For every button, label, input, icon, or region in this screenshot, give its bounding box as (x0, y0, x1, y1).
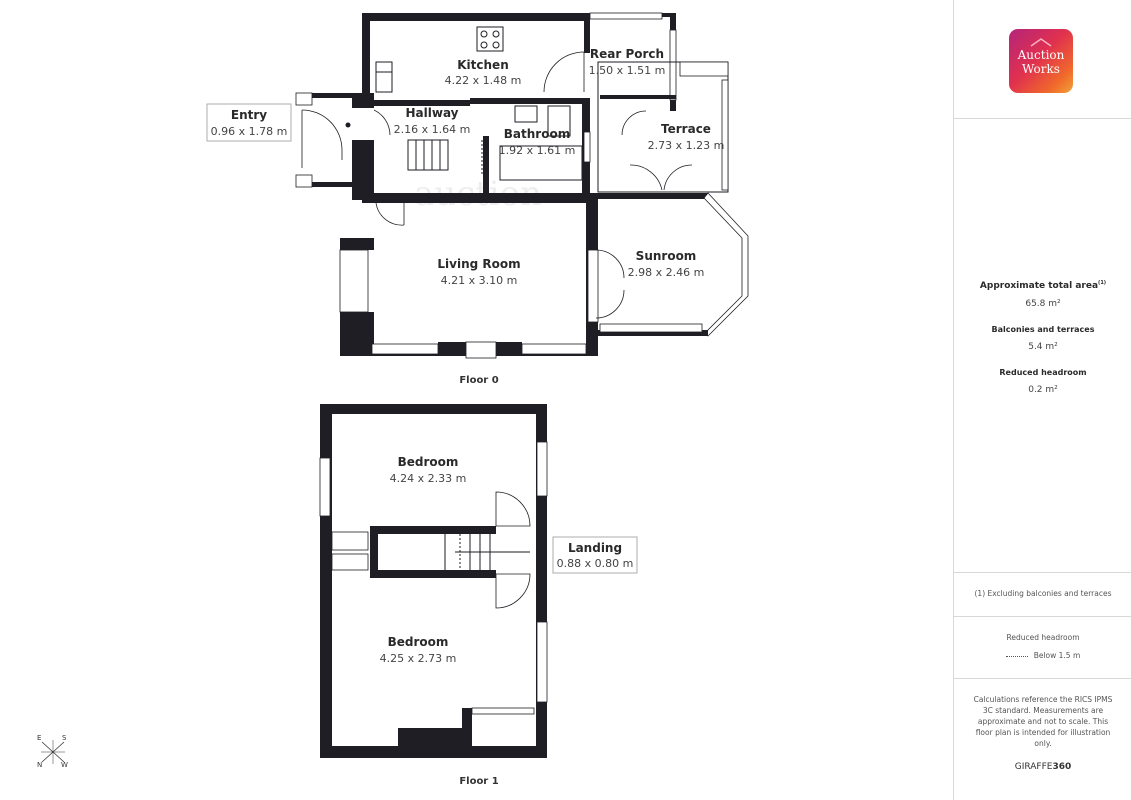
room-name-rear-porch: Rear Porch (590, 47, 664, 61)
floor-1-label: Floor 1 (459, 776, 498, 787)
disclaimer: Calculations reference the RICS IPMS 3C … (973, 695, 1113, 748)
room-name-kitchen: Kitchen (457, 58, 509, 72)
divider (954, 118, 1131, 119)
entry-callout-box (206, 103, 292, 142)
room-dims-landing: 0.88 x 0.80 m (557, 557, 634, 570)
room-dims-bedroom-front: 4.24 x 2.33 m (390, 472, 467, 485)
total-area-label: Approximate total area(1) (979, 280, 1107, 291)
total-area-note-mark: (1) (1098, 280, 1107, 286)
room-name-hallway: Hallway (405, 106, 458, 120)
room-dims-terrace: 2.73 x 1.23 m (648, 139, 725, 152)
room-name-bedroom-rear: Bedroom (388, 635, 449, 649)
room-dims-sunroom: 2.98 x 2.46 m (628, 266, 705, 279)
divider (954, 572, 1131, 573)
room-dims-bathroom: 1.92 x 1.61 m (499, 144, 576, 157)
compass-icon: E S N W (37, 734, 68, 769)
balconies-label: Balconies and terraces (991, 325, 1095, 334)
room-name-bedroom-front: Bedroom (398, 455, 459, 469)
room-dims-living-room: 4.21 x 3.10 m (441, 274, 518, 287)
compass-w: W (61, 761, 68, 769)
total-area-value: 65.8 m² (1025, 299, 1061, 309)
landing-callout-box (552, 536, 638, 574)
floor-1-plan: Bedroom 4.24 x 2.33 m Bedroom 4.25 x 2.7… (319, 404, 638, 787)
compass-n: N (37, 761, 42, 769)
info-panel: Auction Works Approximate total area(1) … (953, 0, 1131, 800)
room-name-living-room: Living Room (437, 257, 520, 271)
brand-mark: GIRAFFE360 (1014, 762, 1072, 772)
reduced-headroom-label: Reduced headroom (999, 368, 1087, 377)
house-roof-icon (1030, 38, 1052, 47)
room-name-terrace: Terrace (661, 122, 711, 136)
divider (954, 616, 1131, 617)
reduced-headroom-value: 0.2 m² (1028, 385, 1058, 395)
room-name-sunroom: Sunroom (636, 249, 697, 263)
room-name-bathroom: Bathroom (504, 127, 570, 141)
footnote: (1) Excluding balconies and terraces (974, 589, 1112, 598)
divider (954, 678, 1131, 679)
room-dims-rear-porch: 1.50 x 1.51 m (589, 64, 666, 77)
logo-line-2: Works (1022, 62, 1060, 76)
room-name-entry: Entry (231, 108, 267, 122)
dotted-line-icon (1005, 655, 1028, 657)
room-dims-kitchen: 4.22 x 1.48 m (445, 74, 522, 87)
room-dims-hallway: 2.16 x 1.64 m (394, 123, 471, 136)
balconies-value: 5.4 m² (1028, 342, 1058, 352)
legend-title: Reduced headroom (1006, 633, 1080, 642)
floor-0-label: Floor 0 (459, 375, 498, 386)
room-dims-entry: 0.96 x 1.78 m (211, 125, 288, 138)
logo-line-1: Auction (1017, 48, 1065, 62)
room-name-landing: Landing (568, 541, 622, 555)
compass-s: S (62, 734, 67, 742)
auction-works-logo: Auction Works (1009, 29, 1073, 93)
compass-e: E (37, 734, 41, 742)
legend-item: Below 1.5 m (954, 650, 1131, 661)
floor-0-plan: auction (206, 12, 749, 386)
room-dims-bedroom-rear: 4.25 x 2.73 m (380, 652, 457, 665)
